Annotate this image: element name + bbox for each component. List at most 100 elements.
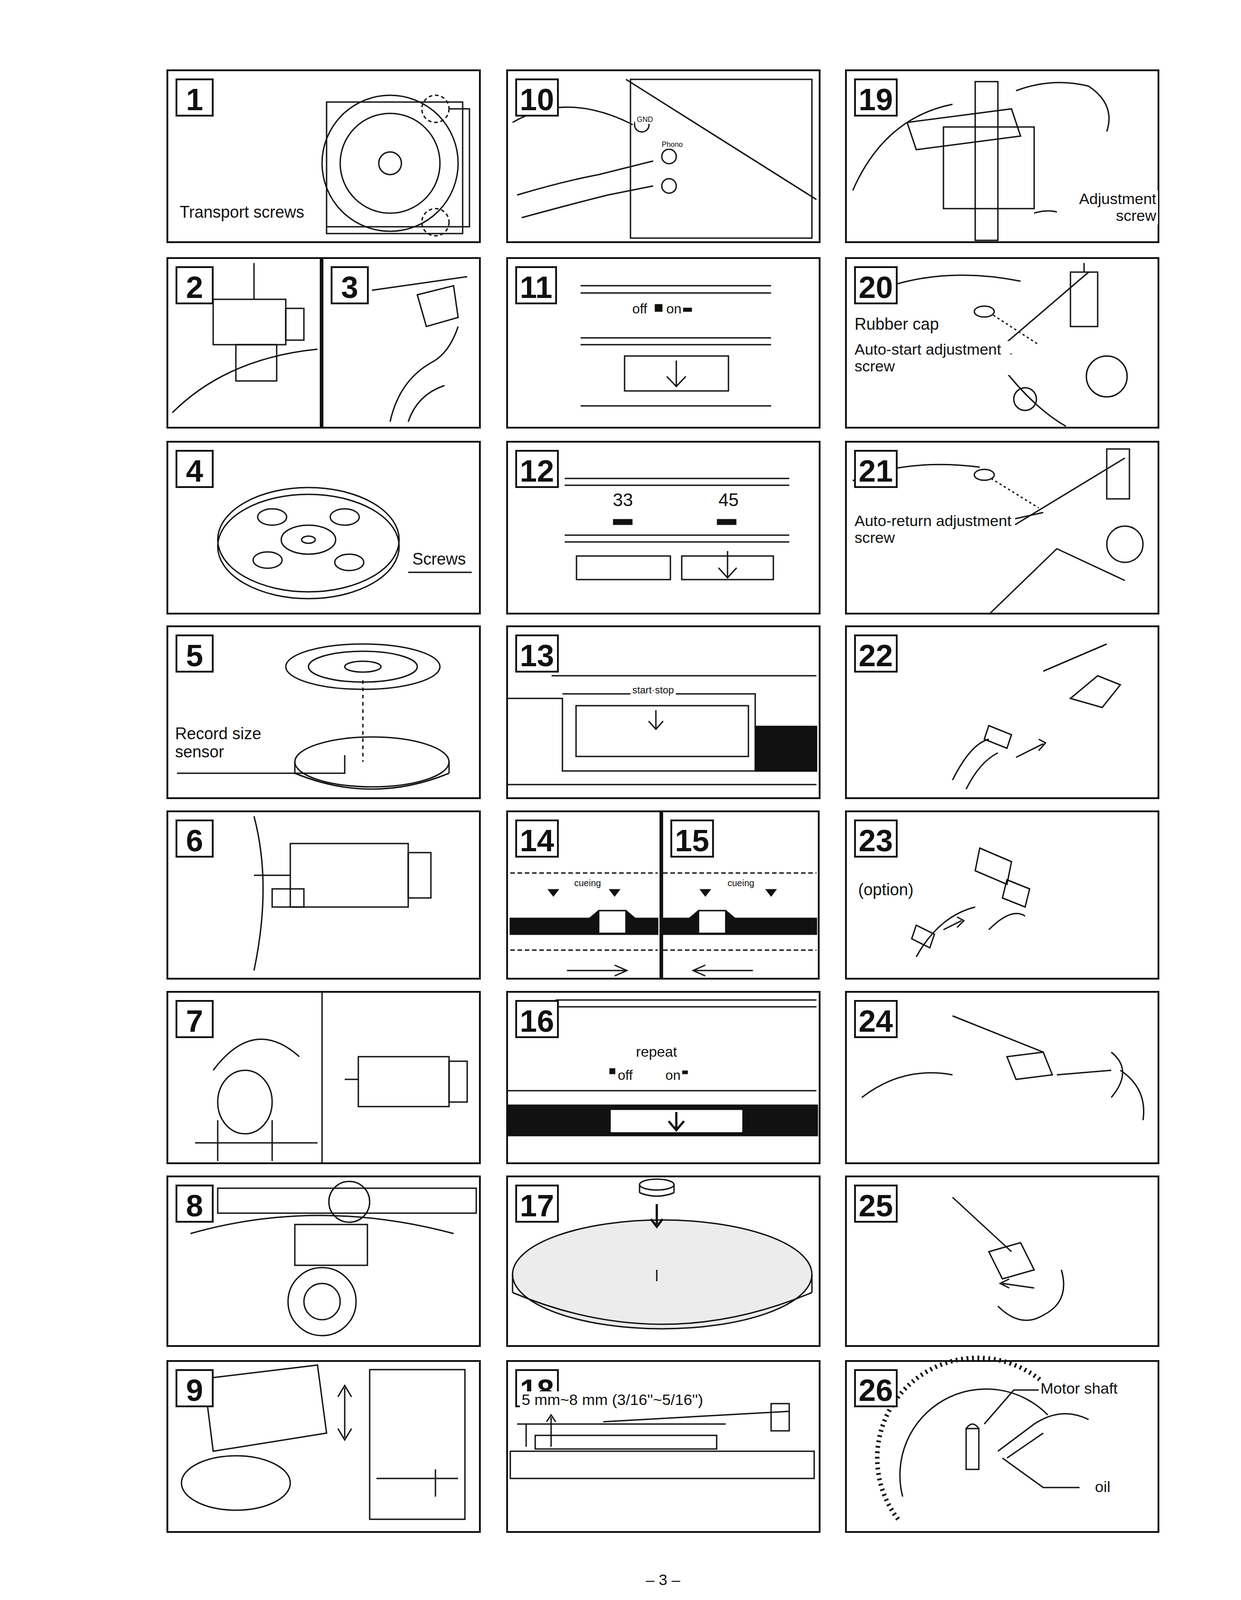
step-number: 21 xyxy=(854,449,898,489)
speed-buttons xyxy=(718,551,737,578)
record-and-platter xyxy=(294,762,450,774)
side-view-turntable xyxy=(517,1424,726,1447)
turntable-top-view xyxy=(326,102,463,234)
cueing-lever xyxy=(663,910,817,935)
control-label: repeat xyxy=(634,1044,680,1061)
step-number: 20 xyxy=(854,266,898,305)
instruction-panel: 14 xyxy=(506,810,662,980)
dimension: 5 mm~8 mm (3/16''~5/16'') xyxy=(519,1391,705,1409)
instruction-panel: 5 xyxy=(166,625,481,800)
cueing-lever xyxy=(693,965,753,977)
step-number: 7 xyxy=(175,1000,214,1039)
stylus-cover-sketch xyxy=(417,285,459,327)
terminal-label: Phono xyxy=(659,140,685,149)
platter-sketch xyxy=(217,494,400,599)
cartridge-screwdriver xyxy=(861,1016,1144,1121)
side-view-turntable xyxy=(771,1403,790,1432)
auto-return-adjustment xyxy=(1106,526,1144,563)
cartridge-sketch xyxy=(254,874,291,877)
step-number: 3 xyxy=(330,266,369,305)
stylus-removal xyxy=(1016,739,1046,758)
counterweight-sketch xyxy=(449,1061,468,1103)
instruction-panel: 4 xyxy=(166,440,481,615)
rear-panel-connections xyxy=(661,149,677,164)
platter-sketch xyxy=(301,536,316,544)
start-stop-button xyxy=(551,675,817,677)
switch-label: on xyxy=(664,301,684,317)
platter-sketch xyxy=(408,571,472,574)
auto-start-adjustment xyxy=(1013,387,1037,411)
part-label: Screws xyxy=(410,550,468,569)
part-label: Rubber cap xyxy=(852,315,941,334)
step-number: 17 xyxy=(515,1184,559,1223)
instruction-panel: 15 xyxy=(661,810,820,980)
stylus-cleaning xyxy=(1000,1279,1035,1289)
button-label: start·stop xyxy=(630,684,676,696)
repeat-switch xyxy=(508,1000,817,1091)
platter-mat xyxy=(639,1192,675,1197)
step-number: 2 xyxy=(175,266,214,305)
motor-shaft-oiling xyxy=(899,1389,1048,1497)
start-stop-button xyxy=(508,675,817,785)
step-number: 10 xyxy=(515,78,559,117)
dust-cover-sketch xyxy=(376,1469,459,1497)
tonearm-base-sketch xyxy=(294,1224,368,1266)
instruction-panel: 18 xyxy=(506,1360,821,1534)
tonearm-base-sketch xyxy=(288,1267,357,1336)
cueing-lever xyxy=(510,873,817,951)
instruction-panel: 25 xyxy=(845,1175,1160,1348)
height-adjustment xyxy=(975,81,998,241)
speed-buttons xyxy=(576,556,671,580)
platter-sketch xyxy=(334,554,364,571)
platter-sketch xyxy=(281,525,336,555)
turntable-top-view xyxy=(421,95,450,123)
record-and-platter xyxy=(344,661,382,673)
part-label: oil xyxy=(1093,1478,1113,1496)
speed-buttons xyxy=(564,478,790,543)
counterweight-sketch xyxy=(213,1039,300,1071)
page-number: – 3 – xyxy=(644,1571,683,1589)
step-number: 15 xyxy=(670,819,714,858)
speed-label: 45 xyxy=(716,489,741,510)
stylus-removal xyxy=(1070,675,1121,708)
auto-return-adjustment xyxy=(988,548,1125,615)
platter-mat xyxy=(650,1204,663,1227)
step-number: 11 xyxy=(515,266,557,305)
start-stop-button xyxy=(755,726,817,772)
step-number: 24 xyxy=(854,1000,898,1039)
stylus-insertion xyxy=(911,925,935,948)
speed-label: 33 xyxy=(610,489,636,510)
record-and-platter xyxy=(308,651,418,683)
dust-cover-sketch xyxy=(369,1369,465,1520)
step-number: 8 xyxy=(175,1184,214,1223)
step-number: 19 xyxy=(854,78,898,117)
platter-sketch xyxy=(217,487,400,592)
cartridge-screwdriver xyxy=(861,1073,953,1098)
cartridge-sketch xyxy=(408,852,431,899)
cueing-lever xyxy=(700,889,776,896)
control-label: cueing xyxy=(725,878,757,889)
power-switch xyxy=(580,285,772,406)
cueing-lever xyxy=(548,889,620,896)
rear-panel-connections xyxy=(521,185,654,218)
turntable-top-view xyxy=(378,151,402,175)
stylus-cleaning xyxy=(988,1242,1035,1280)
dust-cover-sketch xyxy=(204,1365,327,1452)
step-number: 12 xyxy=(515,449,559,489)
platter-mat xyxy=(512,1179,812,1329)
step-number: 6 xyxy=(175,819,214,858)
instruction-panel: 10 xyxy=(506,69,821,244)
stylus-insertion xyxy=(916,907,976,958)
rear-panel-connections xyxy=(630,79,812,239)
note: (option) xyxy=(856,880,916,899)
counterweight-sketch xyxy=(358,1056,450,1107)
headshell-sketch xyxy=(235,344,277,382)
headshell-sketch xyxy=(172,263,318,413)
rear-panel-connections xyxy=(625,79,817,200)
instruction-panel: 22 xyxy=(845,625,1160,800)
cueing-lever xyxy=(510,873,817,977)
height-adjustment xyxy=(907,108,1021,150)
part-label: Record size sensor xyxy=(173,724,291,761)
turntable-top-view xyxy=(326,108,470,227)
repeat-switch xyxy=(610,1109,743,1134)
